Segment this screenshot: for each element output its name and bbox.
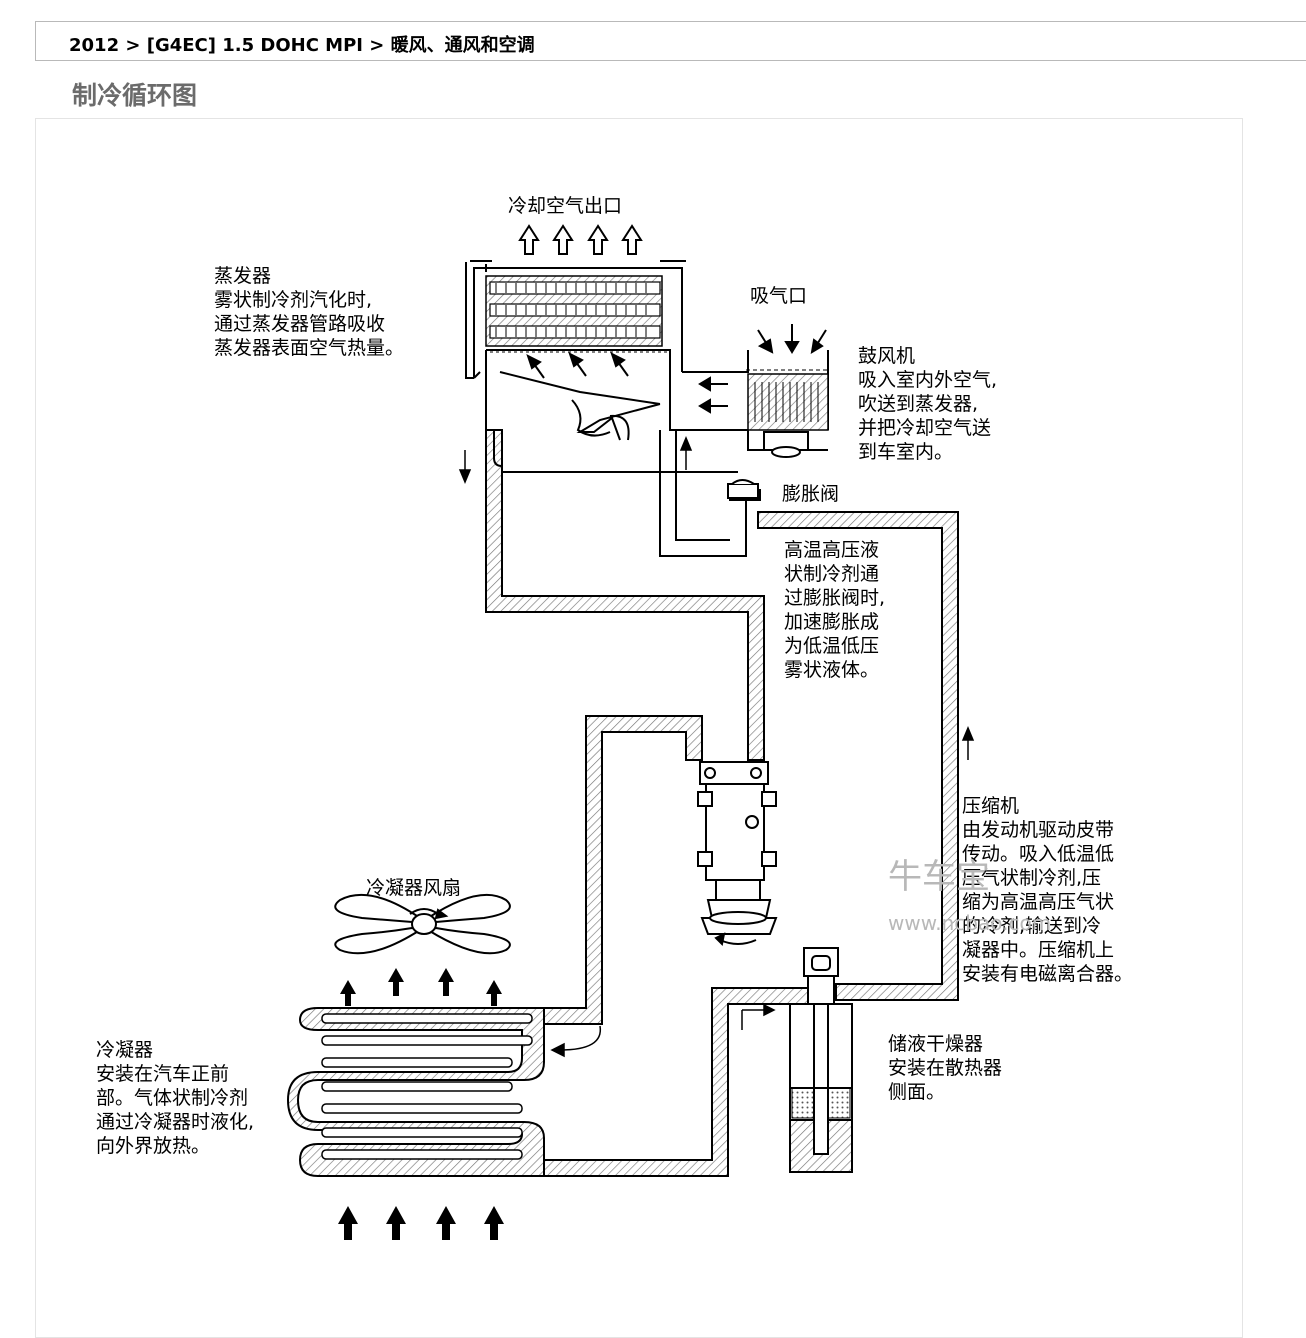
expansion-valve	[727, 479, 759, 499]
evaporator-label: 蒸发器 雾状制冷剂汽化时, 通过蒸发器管路吸收 蒸发器表面空气热量。	[214, 265, 404, 359]
page-title: 制冷循环图	[72, 81, 198, 110]
compressor-label-line: 缩为高温高压气状	[962, 891, 1114, 913]
expansion-note-line: 过膨胀阀时,	[784, 587, 885, 609]
breadcrumb: 2012 > [G4EC] 1.5 DOHC MPI > 暖风、通风和空调	[69, 35, 535, 56]
cool-air-outlet-label: 冷却空气出口	[508, 195, 622, 217]
expansion-note-line: 雾状液体。	[784, 659, 879, 681]
evaporator-label-line: 雾状制冷剂汽化时,	[214, 289, 372, 311]
compressor-label-line: 压气状制冷剂,压	[962, 867, 1101, 889]
receiver-drier-label-line: 侧面。	[888, 1081, 945, 1103]
condenser-label-line: 通过冷凝器时液化,	[96, 1111, 254, 1133]
receiver-drier-label: 储液干燥器 安装在散热器 侧面。	[888, 1033, 1002, 1103]
compressor-label-line: 压缩机	[962, 795, 1019, 817]
flow-direction-arrows	[458, 436, 975, 1058]
blower-label-line: 吹送到蒸发器,	[858, 393, 978, 415]
blower-label-line: 鼓风机	[858, 345, 915, 367]
condenser-label: 冷凝器 安装在汽车正前 部。气体状制冷剂 通过冷凝器时液化, 向外界放热。	[96, 1039, 254, 1157]
condenser-label-line: 向外界放热。	[96, 1135, 210, 1157]
intake-label: 吸气口	[750, 285, 807, 307]
blower-label: 鼓风机 吸入室内外空气, 吹送到蒸发器, 并把冷却空气送 到车室内。	[858, 345, 997, 463]
watermark-url: www.ncbao.com	[888, 911, 1051, 935]
receiver-drier-label-line: 安装在散热器	[888, 1057, 1002, 1079]
compressor-label-line: 安装有电磁离合器。	[962, 963, 1133, 985]
evaporator-core	[485, 275, 670, 353]
condenser-label-line: 部。气体状制冷剂	[96, 1087, 248, 1109]
blower	[746, 369, 830, 458]
compressor-label: 压缩机 由发动机驱动皮带 传动。吸入低温低 压气状制冷剂,压 缩为高温高压气状 …	[962, 795, 1133, 985]
evaporator-airflow-arrows	[526, 352, 629, 379]
blower-airflow-arrows	[698, 376, 728, 414]
cool-air-outlet-arrows	[518, 224, 643, 255]
expansion-valve-line	[493, 430, 761, 557]
expansion-note-line: 加速膨胀成	[784, 611, 879, 633]
blower-label-line: 并把冷却空气送	[858, 417, 991, 439]
blower-label-line: 吸入室内外空气,	[858, 369, 997, 391]
drain-tray	[499, 371, 661, 441]
compressor-label-line: 凝器中。压缩机上	[962, 939, 1114, 961]
breadcrumb-bar: 2012 > [G4EC] 1.5 DOHC MPI > 暖风、通风和空调	[35, 21, 1306, 61]
expansion-note-line: 为低温低压	[784, 635, 879, 657]
refrigerant-piping	[485, 429, 959, 1177]
fan-airflow-arrows	[340, 968, 502, 1006]
expansion-note-line: 高温高压液	[784, 539, 879, 561]
condenser-fan-label: 冷凝器风扇	[366, 877, 461, 899]
compressor-label-line: 传动。吸入低温低	[962, 843, 1114, 865]
ambient-air-arrows	[338, 1206, 504, 1240]
compressor-label-line: 由发动机驱动皮带	[962, 819, 1114, 841]
compressor-label-line: 的冷剂,输送到冷	[962, 915, 1101, 937]
expansion-valve-label: 膨胀阀	[782, 483, 839, 505]
evaporator-label-line: 通过蒸发器管路吸收	[214, 313, 385, 335]
receiver-drier-label-line: 储液干燥器	[888, 1033, 983, 1055]
evaporator-label-line: 蒸发器表面空气热量。	[214, 337, 404, 359]
compressor	[697, 761, 778, 947]
expansion-note-label: 高温高压液 状制冷剂通 过膨胀阀时, 加速膨胀成 为低温低压 雾状液体。	[784, 539, 885, 681]
expansion-note-line: 状制冷剂通	[784, 563, 879, 585]
intake-arrows	[757, 324, 827, 354]
evaporator-label-line: 蒸发器	[214, 265, 271, 287]
blower-label-line: 到车室内。	[858, 441, 953, 463]
condenser-fan	[334, 893, 511, 955]
watermark-logo: 牛车宝	[888, 857, 990, 897]
condenser-label-line: 冷凝器	[96, 1039, 153, 1061]
condenser-label-line: 安装在汽车正前	[96, 1063, 229, 1085]
receiver-drier	[789, 947, 853, 1173]
condenser	[286, 1007, 545, 1177]
